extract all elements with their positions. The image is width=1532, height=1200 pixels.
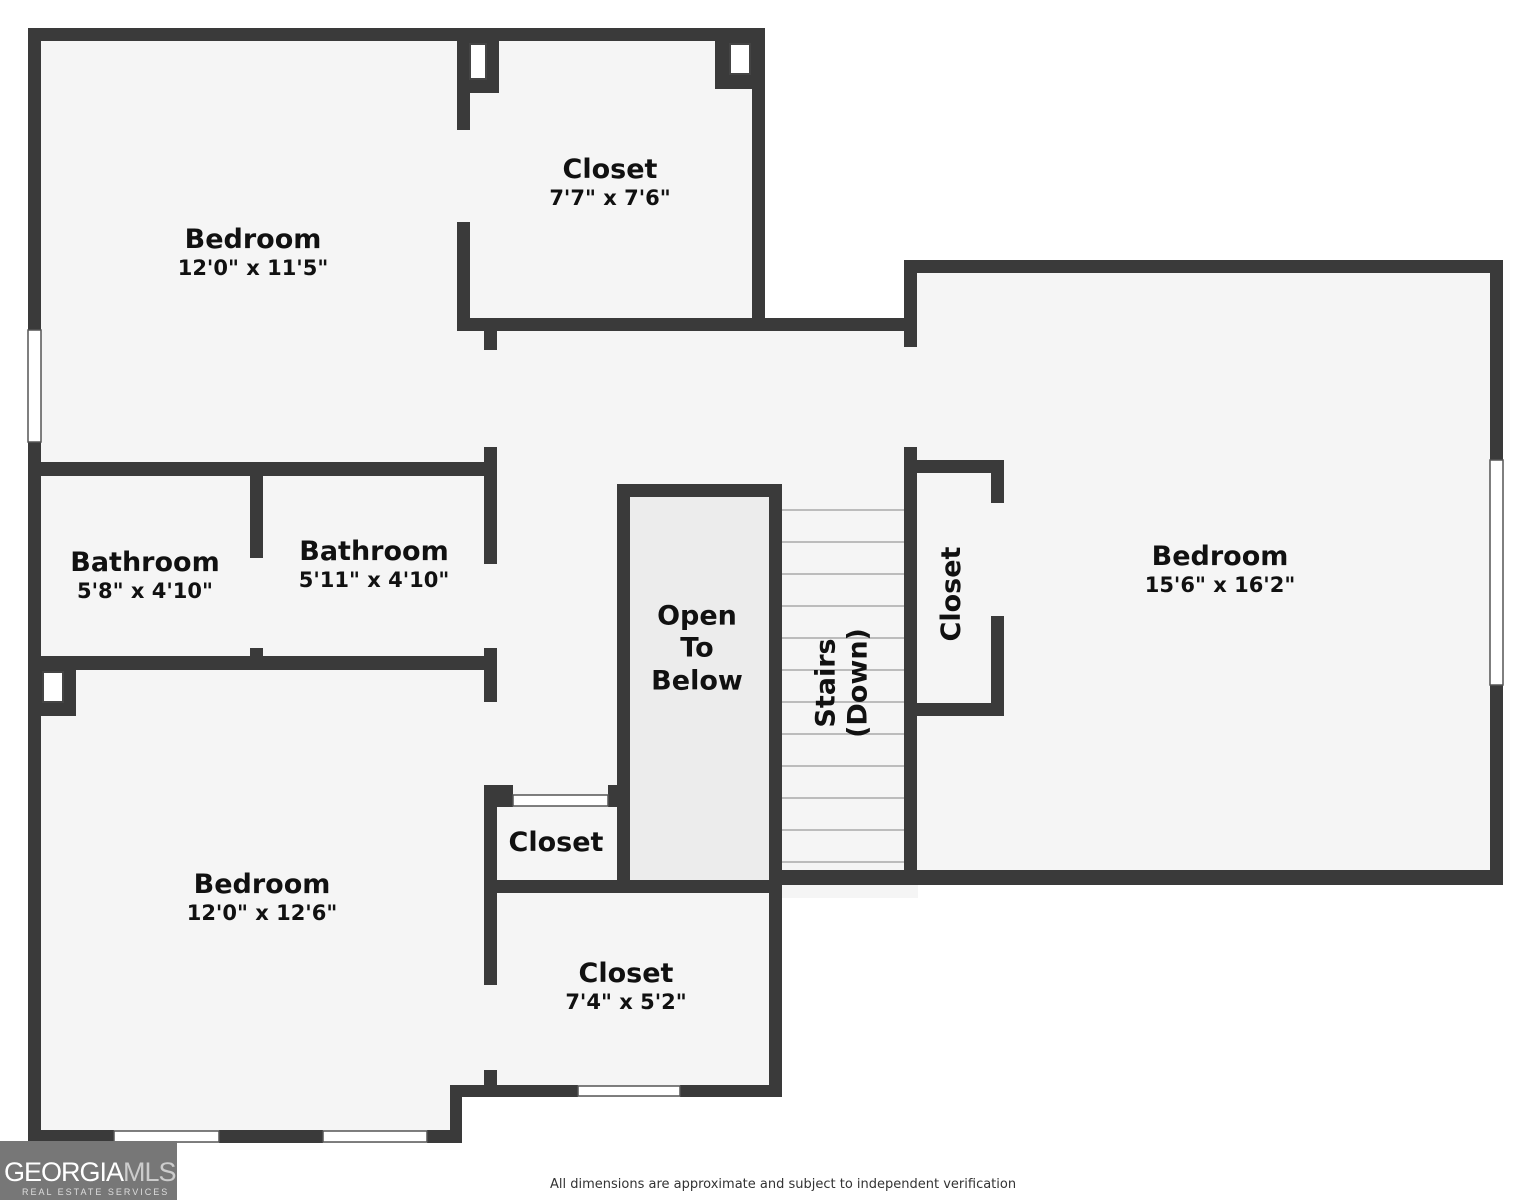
wall	[484, 785, 513, 807]
room-name: Bathroom	[70, 547, 220, 579]
room-closet-2: Closet	[509, 827, 604, 859]
wall	[770, 870, 1503, 885]
chimney-hatch	[42, 671, 64, 703]
floor-segment	[904, 260, 1503, 885]
wall	[1490, 260, 1503, 460]
wall	[904, 447, 917, 885]
wall	[219, 1130, 323, 1143]
wall	[904, 703, 1004, 716]
room-dims: 15'6" x 16'2"	[1144, 573, 1296, 598]
room-name: Bedroom	[1151, 541, 1289, 573]
room-name: Closet	[935, 546, 967, 642]
window	[322, 1130, 428, 1143]
room-name: Below	[651, 665, 743, 697]
wall	[904, 460, 1004, 473]
wall	[28, 1130, 114, 1143]
room-name: Bedroom	[184, 224, 322, 256]
window	[27, 329, 42, 443]
floor-segment	[28, 880, 782, 1097]
wall	[250, 462, 263, 558]
room-dims: 12'0" x 12'6"	[186, 901, 338, 926]
windows	[27, 329, 1504, 1143]
room-closet-4: Closet	[936, 547, 968, 642]
wall	[617, 484, 630, 892]
room-dims: 5'11" x 4'10"	[298, 568, 450, 593]
wall	[28, 656, 497, 670]
window	[577, 1085, 681, 1097]
room-name: Bedroom	[193, 869, 331, 901]
wall	[991, 460, 1004, 503]
floor-segment	[28, 318, 918, 898]
wall	[904, 260, 917, 347]
stairs-down: Stairs(Down)	[811, 628, 876, 738]
room-name: Closet	[562, 154, 658, 186]
room-name: Stairs	[810, 638, 842, 728]
wall	[680, 1085, 782, 1097]
disclaimer: All dimensions are approximate and subje…	[550, 1177, 1017, 1192]
wall	[484, 318, 497, 350]
room-name: To	[680, 632, 714, 664]
wall	[450, 1085, 578, 1097]
wall	[457, 222, 470, 331]
wall	[991, 616, 1004, 716]
wall	[28, 28, 41, 1143]
wall	[904, 260, 1503, 273]
room-name: Bathroom	[299, 536, 449, 568]
walls	[28, 28, 1503, 1143]
floor-segment	[28, 28, 765, 331]
window	[512, 794, 609, 807]
room-dims: 7'4" x 5'2"	[565, 990, 687, 1015]
wall	[484, 880, 782, 893]
chimney-hatches	[42, 43, 751, 703]
georgia-mls-logo: GEORGIAMLS REAL ESTATE SERVICES	[0, 1141, 177, 1200]
wall	[1490, 685, 1503, 885]
room-dims: 12'0" x 11'5"	[177, 256, 329, 281]
wall	[450, 1085, 462, 1143]
window	[1489, 459, 1504, 686]
wall	[484, 447, 497, 564]
logo-accent: MLS	[123, 1157, 177, 1187]
wall	[457, 318, 917, 331]
chimney-hatch	[469, 43, 487, 80]
room-name: (Down)	[843, 628, 874, 738]
wall	[617, 484, 782, 497]
room-name: Open	[657, 600, 737, 632]
wall	[769, 484, 782, 1097]
room-name: Closet	[578, 958, 674, 990]
logo-sub: REAL ESTATE SERVICES	[22, 1187, 170, 1197]
wall	[28, 28, 765, 41]
stair-treads	[782, 509, 904, 863]
open-to-below-area	[630, 497, 770, 880]
chimney-hatch	[729, 43, 751, 75]
room-name: Closet	[508, 826, 604, 858]
room-dims: 5'8" x 4'10"	[77, 579, 213, 604]
wall	[427, 1130, 462, 1143]
logo-main: GEORGIA	[4, 1157, 124, 1187]
wall	[752, 28, 765, 331]
room-dims: 7'7" x 7'6"	[549, 186, 671, 211]
